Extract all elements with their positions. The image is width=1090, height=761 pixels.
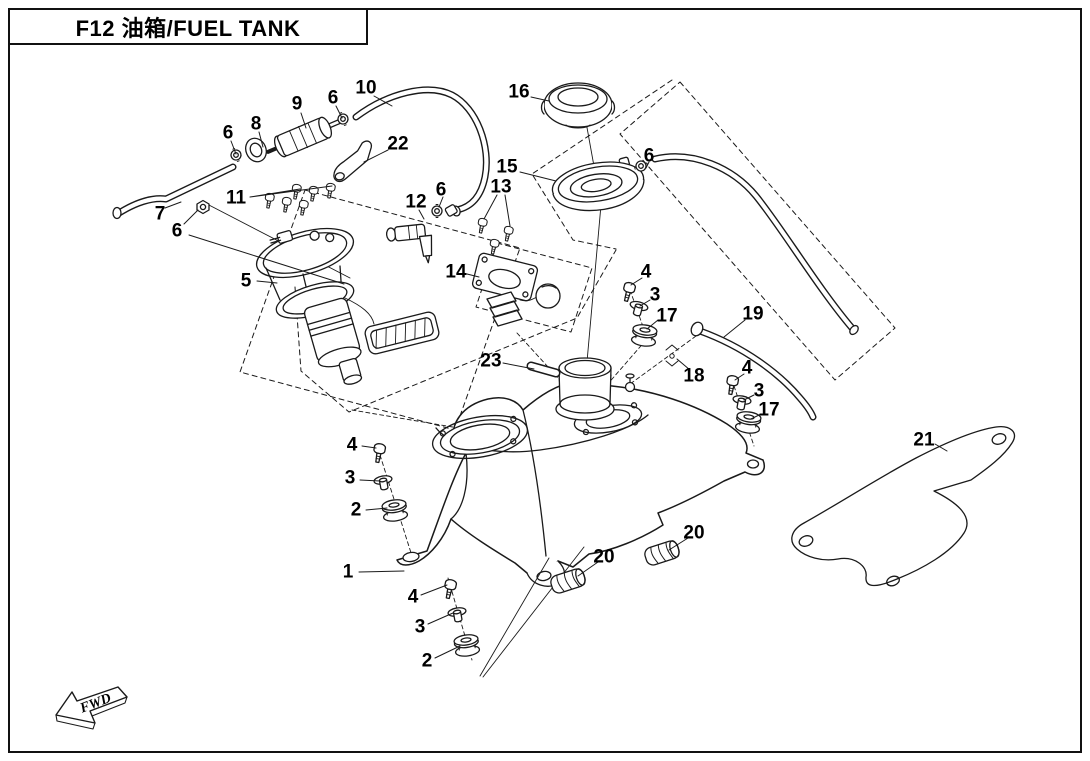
vent-fitting — [624, 373, 636, 393]
pump-opening — [431, 414, 529, 460]
diagram-border — [8, 8, 1082, 753]
install-lines-v — [479, 546, 585, 678]
bracket-22 — [333, 140, 373, 183]
breather-hose — [651, 153, 859, 336]
fuel-cap — [540, 82, 616, 129]
tube-23 — [526, 361, 561, 378]
filler-neck — [555, 357, 615, 421]
fuel-level-sender — [471, 252, 561, 327]
fuel-hose-10 — [352, 86, 490, 217]
fwd-arrow: FWD — [55, 686, 128, 730]
fuel-hose-7 — [112, 163, 237, 220]
pump-canister — [303, 297, 362, 368]
float — [535, 283, 561, 309]
hose-clip — [665, 344, 679, 367]
fwd-label: FWD — [77, 691, 113, 717]
drain-hose-19 — [690, 321, 817, 421]
callout-leader-lines — [164, 95, 948, 659]
spacer-8 — [245, 137, 267, 163]
diagram-title: F12 油箱/FUEL TANK — [75, 15, 301, 41]
fuel-filter — [266, 116, 343, 158]
fuel-pump-assembly — [255, 227, 440, 385]
hose-fitting — [444, 204, 458, 217]
pump-strainer — [364, 311, 440, 355]
filler-ring — [551, 161, 645, 212]
protector-pad — [791, 426, 1016, 587]
fuel-injector — [385, 223, 433, 264]
title-box: F12 油箱/FUEL TANK — [8, 8, 368, 45]
